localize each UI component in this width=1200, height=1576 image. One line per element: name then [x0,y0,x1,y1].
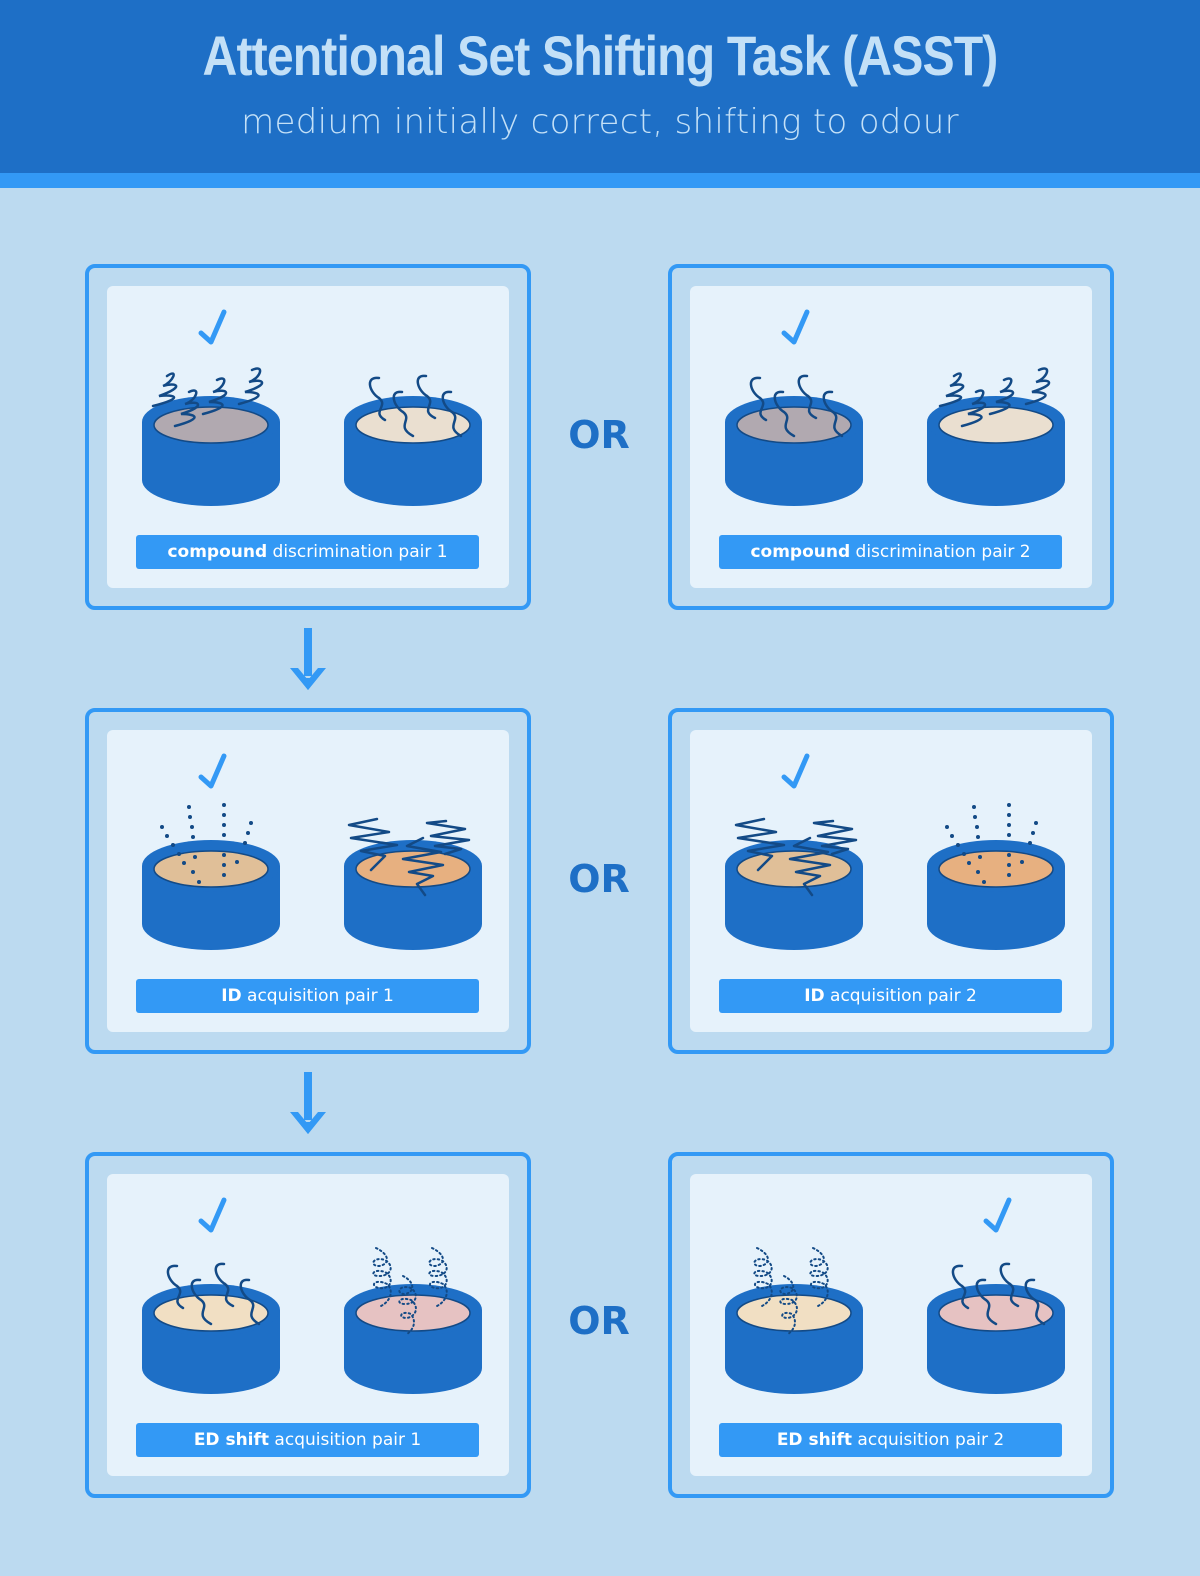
stage-label: ID acquisition pair 2 [719,979,1062,1013]
wavy-odour-icon [951,1262,1046,1326]
bowl-icon [725,840,863,950]
stage-label: ED shift acquisition pair 2 [719,1423,1062,1457]
bowl-pair-illustration [725,309,1065,506]
stage-label: compound discrimination pair 1 [136,535,479,569]
stage-label: ED shift acquisition pair 1 [136,1423,479,1457]
bowl-pair-illustration [142,753,482,950]
bowl-icon [344,396,482,506]
panel-ed-pair-2: ED shift acquisition pair 2 [668,1152,1114,1498]
bowl-icon [927,1284,1065,1394]
bowl-icon [725,1284,863,1394]
bowl-pair-illustration [142,309,482,506]
header: Attentional Set Shifting Task (ASST) med… [0,0,1200,173]
or-separator: OR [568,857,630,901]
bowl-icon [927,396,1065,506]
zigzag-odour-icon [938,367,1051,428]
check-icon [781,753,810,789]
or-separator: OR [568,413,630,457]
check-icon [198,753,227,789]
bowl-pair-illustration [142,1197,482,1394]
dotted-spiral-odour-icon [372,1247,448,1335]
bowl-icon [142,396,280,506]
bowl-pair-illustration [725,753,1065,950]
coil-odour-icon [734,817,858,897]
check-icon [781,309,810,345]
or-separator: OR [568,1299,630,1343]
page-subtitle: medium initially correct, shifting to od… [241,102,959,142]
bowl-icon [344,1284,482,1394]
header-stripe [0,173,1200,188]
bowl-icon [142,1284,280,1394]
check-icon [198,1197,227,1233]
page-title: Attentional Set Shifting Task (ASST) [202,24,999,87]
arrow-down-icon [290,1072,326,1134]
coil-odour-icon [347,817,471,897]
dotted-spiral-odour-icon [753,1247,829,1335]
bowl-pair-illustration [725,1197,1065,1394]
arrow-down-icon [290,628,326,690]
wavy-odour-icon [368,374,463,438]
panel-id-pair-1: ID acquisition pair 1 [85,708,531,1054]
dotted-odour-icon [160,803,253,884]
bowl-icon [927,840,1065,950]
panel-compound-pair-1: compound discrimination pair 1 [85,264,531,610]
check-icon [198,309,227,345]
stage-label: compound discrimination pair 2 [719,535,1062,569]
panel-compound-pair-2: compound discrimination pair 2 [668,264,1114,610]
wavy-odour-icon [749,374,844,438]
panel-ed-pair-1: ED shift acquisition pair 1 [85,1152,531,1498]
bowl-icon [142,840,280,950]
wavy-odour-icon [166,1262,261,1326]
bowl-icon [725,396,863,506]
stage-label: ID acquisition pair 1 [136,979,479,1013]
zigzag-odour-icon [151,367,264,428]
check-icon [983,1197,1012,1233]
panel-id-pair-2: ID acquisition pair 2 [668,708,1114,1054]
dotted-odour-icon [945,803,1038,884]
